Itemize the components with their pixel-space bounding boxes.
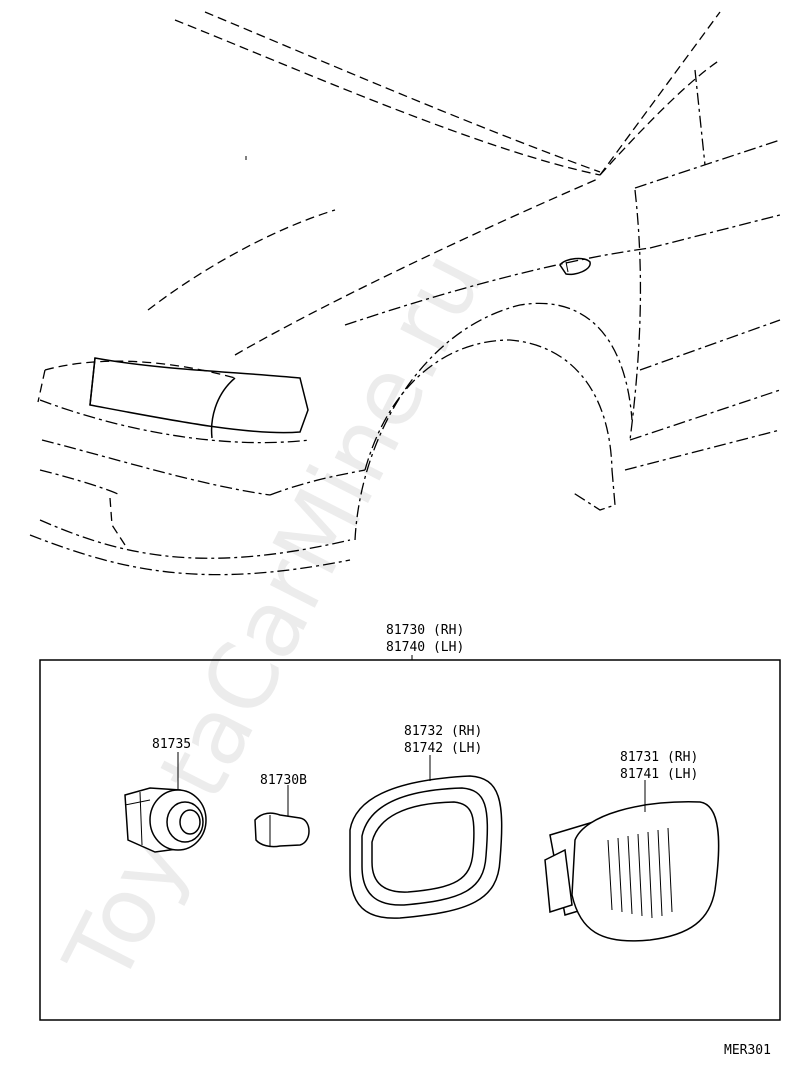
- figure-code: MER301: [724, 1043, 771, 1058]
- gasket-label-rh: 81732 (RH): [404, 724, 482, 739]
- gasket-label-lh: 81742 (LH): [404, 741, 482, 756]
- parts-box: [39, 659, 781, 1021]
- socket-label: 81735: [152, 737, 191, 752]
- lens-label-rh: 81731 (RH): [620, 750, 698, 765]
- gasket-part: [349, 755, 503, 919]
- lens-label-lh: 81741 (LH): [620, 767, 698, 782]
- lens-part: [544, 780, 720, 942]
- bulb-part: [254, 785, 310, 848]
- assembly-label-lh: 81740 (LH): [386, 640, 464, 655]
- car-outline: [29, 11, 781, 576]
- bulb-label: 81730B: [260, 773, 307, 788]
- assembly-label-rh: 81730 (RH): [386, 623, 464, 638]
- socket-part: [124, 752, 207, 853]
